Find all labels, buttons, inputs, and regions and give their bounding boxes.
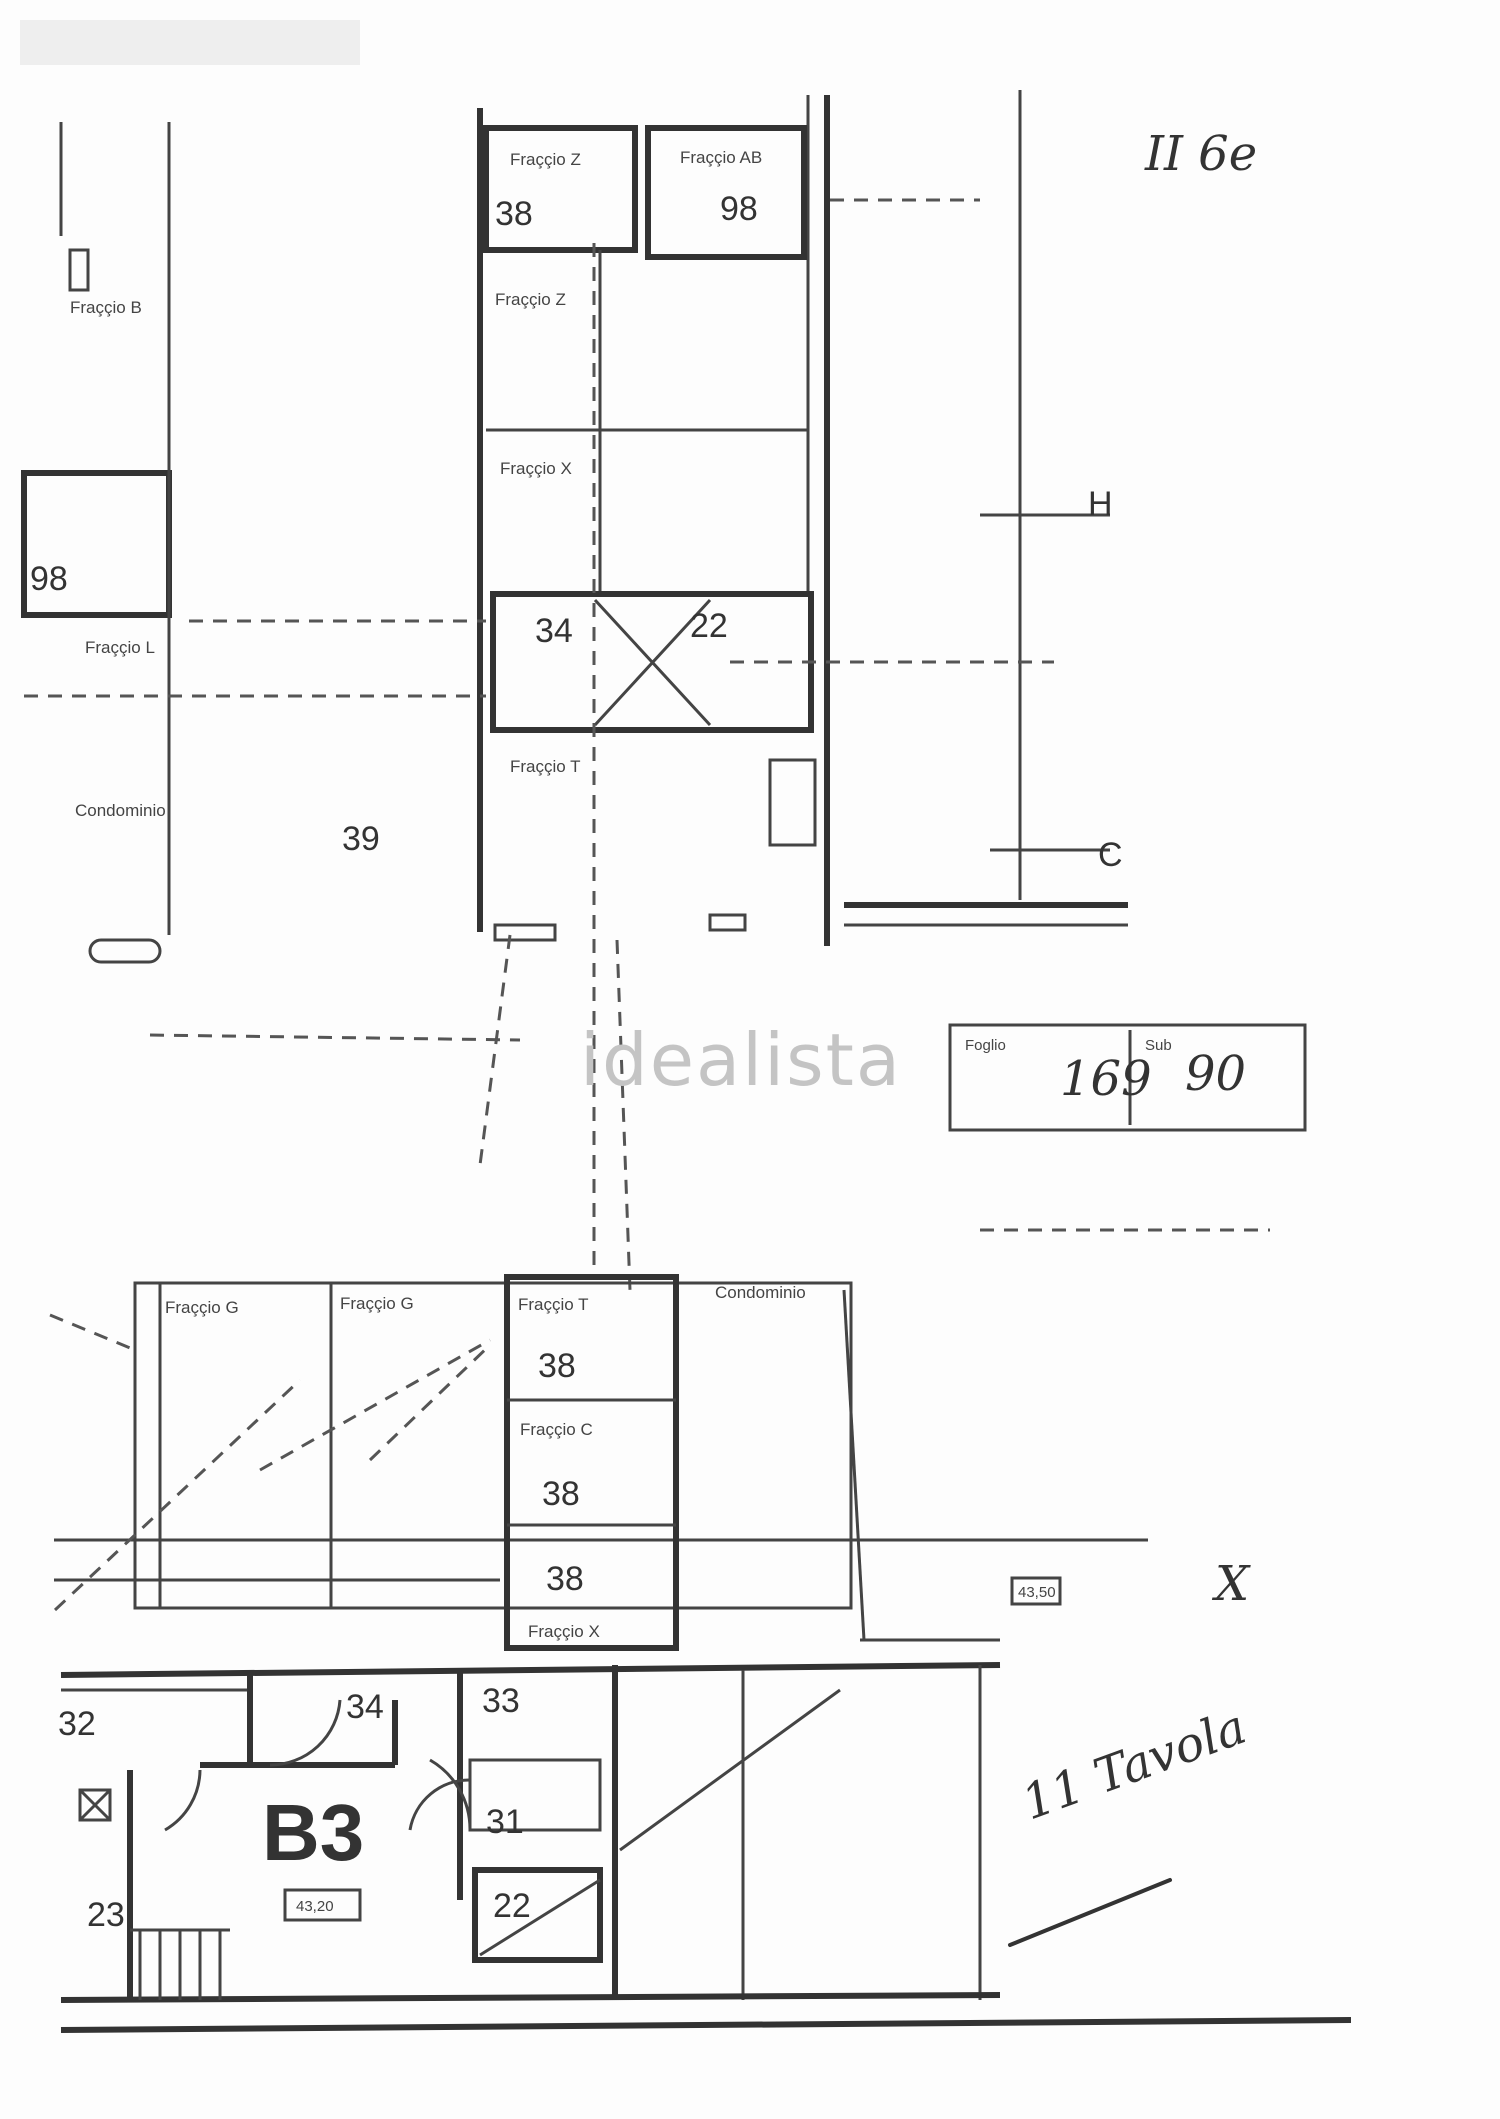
lower-walls	[60, 1662, 1352, 2033]
axis-mark-c: C	[1098, 836, 1123, 874]
room-number: 98	[720, 190, 758, 228]
foglio-label: Foglio	[965, 1037, 1006, 1054]
room-number: 38	[538, 1347, 576, 1385]
level-label: 43,50	[1018, 1584, 1056, 1601]
room-number: 22	[690, 607, 728, 645]
room-label: Fraççio X	[500, 459, 572, 478]
room-number: 98	[30, 560, 68, 598]
room-number: 39	[342, 820, 380, 858]
room-label: Fraççio T	[510, 757, 581, 776]
room-label: Fraççio AB	[680, 148, 762, 167]
middle-walls	[49, 1274, 1148, 1651]
unit-label: B3	[262, 1788, 364, 1877]
room-label: Condominio	[715, 1283, 806, 1302]
room-number: 32	[58, 1705, 96, 1743]
handwritten-mark: X	[1211, 1556, 1251, 1612]
room-label: Fraççio L	[85, 638, 155, 657]
room-label: Fraççio X	[528, 1622, 600, 1641]
upper-walls	[21, 90, 1128, 964]
handwritten-top-right: II 6e	[1144, 126, 1257, 182]
scan-smudge	[20, 20, 360, 65]
handwritten-note: 11 Tavola	[1015, 1699, 1253, 1831]
room-label: Condominio	[75, 801, 166, 820]
watermark: idealista	[580, 1018, 902, 1102]
dimension-lines	[24, 198, 1270, 1291]
room-label: Fraççio B	[70, 298, 142, 317]
room-number: 22	[493, 1887, 531, 1925]
room-number: 34	[535, 612, 573, 650]
foglio-value: 169	[1060, 1051, 1152, 1107]
room-number: 34	[346, 1688, 384, 1726]
room-number: 38	[542, 1475, 580, 1513]
room-label: Fraççio Z	[495, 290, 566, 309]
room-label: Fraççio G	[340, 1294, 414, 1313]
level-label: 43,20	[296, 1898, 334, 1915]
room-label: Fraççio G	[165, 1298, 239, 1317]
room-number: 38	[546, 1560, 584, 1598]
cadastral-box: Foglio 169 Sub 90	[948, 1023, 1307, 1132]
room-label: Fraççio T	[518, 1295, 589, 1314]
room-number: 31	[486, 1803, 524, 1841]
sub-label: Sub	[1145, 1037, 1172, 1054]
room-label: Fraççio C	[520, 1420, 593, 1439]
axis-mark-h: H	[1088, 485, 1113, 523]
handwritten-stroke	[1008, 1878, 1172, 1947]
sub-value: 90	[1185, 1046, 1246, 1102]
stairs	[130, 1928, 230, 2000]
room-number: 23	[87, 1896, 125, 1934]
room-label: Fraççio Z	[510, 150, 581, 169]
room-number: 38	[495, 195, 533, 233]
room-number: 33	[482, 1682, 520, 1720]
